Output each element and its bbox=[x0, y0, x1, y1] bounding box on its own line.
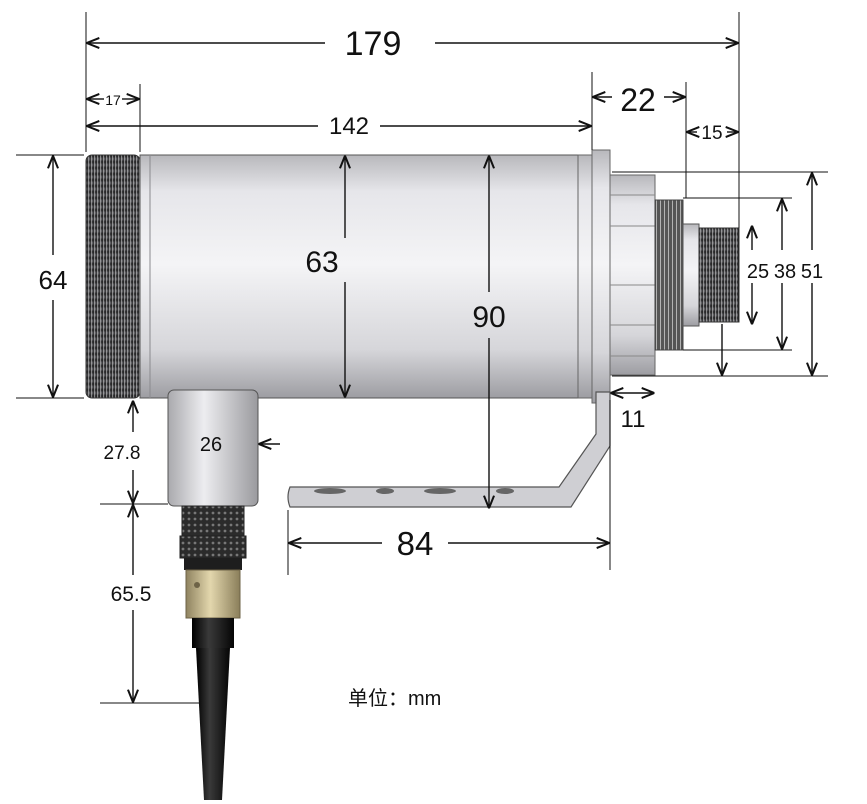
rear-flange bbox=[591, 149, 611, 404]
unit-note: 单位：mm bbox=[348, 687, 441, 710]
sensor-body bbox=[85, 149, 740, 404]
label-bracket-height: 90 bbox=[472, 301, 505, 334]
knurled-cap bbox=[85, 154, 141, 399]
label-total-length: 179 bbox=[345, 25, 402, 63]
label-lens-tip-length: 15 bbox=[701, 123, 722, 144]
label-overall-height: 64 bbox=[39, 265, 68, 295]
end-ring bbox=[577, 154, 593, 399]
mounting-bracket bbox=[287, 391, 611, 508]
label-diameter-51: 51 bbox=[801, 261, 823, 283]
lens-collar bbox=[682, 223, 700, 327]
extension-lines bbox=[16, 12, 828, 704]
main-cylinder bbox=[139, 154, 593, 399]
label-body-length: 142 bbox=[329, 113, 369, 140]
label-connector-height: 27.8 bbox=[104, 443, 141, 464]
label-knurl-cap-length: 17 bbox=[105, 92, 121, 108]
label-rear-flange-length: 22 bbox=[620, 82, 656, 118]
thread-section bbox=[654, 199, 684, 351]
label-diameter-25: 25 bbox=[747, 261, 769, 283]
cable-connector bbox=[167, 389, 259, 800]
label-body-diameter: 63 bbox=[305, 246, 338, 279]
label-diameter-38: 38 bbox=[774, 261, 796, 283]
label-cable-plug-length: 65.5 bbox=[111, 583, 152, 606]
label-connector-width: 26 bbox=[200, 434, 222, 456]
lens-tip bbox=[698, 227, 740, 323]
label-bracket-offset: 11 bbox=[621, 406, 646, 433]
rear-housing bbox=[609, 174, 656, 376]
label-bracket-length: 84 bbox=[397, 525, 434, 562]
